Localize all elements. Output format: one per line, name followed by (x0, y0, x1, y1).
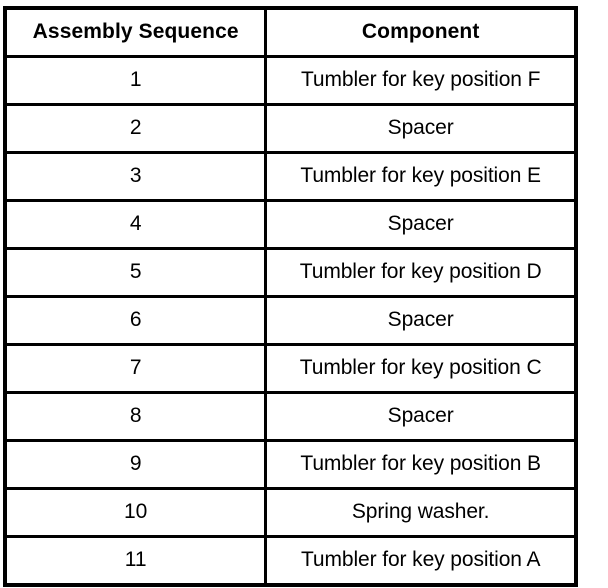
cell-component: Tumbler for key position B (265, 440, 576, 490)
cell-assembly-sequence: 10 (5, 488, 268, 538)
cell-component: Tumbler for key position C (265, 344, 576, 394)
table-header: Assembly Sequence Component (5, 8, 576, 58)
cell-assembly-sequence: 11 (5, 536, 268, 585)
table-header-row: Assembly Sequence Component (5, 8, 576, 58)
table-row: 11 Tumbler for key position A (5, 536, 576, 585)
cell-component: Tumbler for key position D (265, 248, 576, 298)
cell-assembly-sequence: 8 (5, 392, 268, 442)
cell-assembly-sequence: 5 (5, 248, 268, 298)
cell-component: Spacer (265, 296, 576, 346)
cell-component: Spacer (265, 104, 576, 154)
cell-component: Spring washer. (265, 488, 576, 538)
column-header-assembly-sequence: Assembly Sequence (5, 8, 268, 58)
cell-component: Tumbler for key position E (265, 152, 576, 202)
cell-assembly-sequence: 4 (5, 200, 268, 250)
cell-assembly-sequence: 7 (5, 344, 268, 394)
cell-component: Tumbler for key position A (300, 548, 541, 572)
cell-component: Tumbler for key position F (265, 56, 576, 106)
cell-component: Spacer (265, 392, 576, 442)
cell-assembly-sequence: 1 (5, 56, 268, 106)
cell-assembly-sequence: 9 (5, 440, 268, 490)
cell-assembly-sequence: 6 (5, 296, 268, 346)
cell-assembly-sequence: 3 (5, 152, 268, 202)
column-header-component: Component (265, 8, 576, 58)
cell-assembly-sequence: 2 (5, 104, 268, 154)
cell-component: Spacer (265, 200, 576, 250)
